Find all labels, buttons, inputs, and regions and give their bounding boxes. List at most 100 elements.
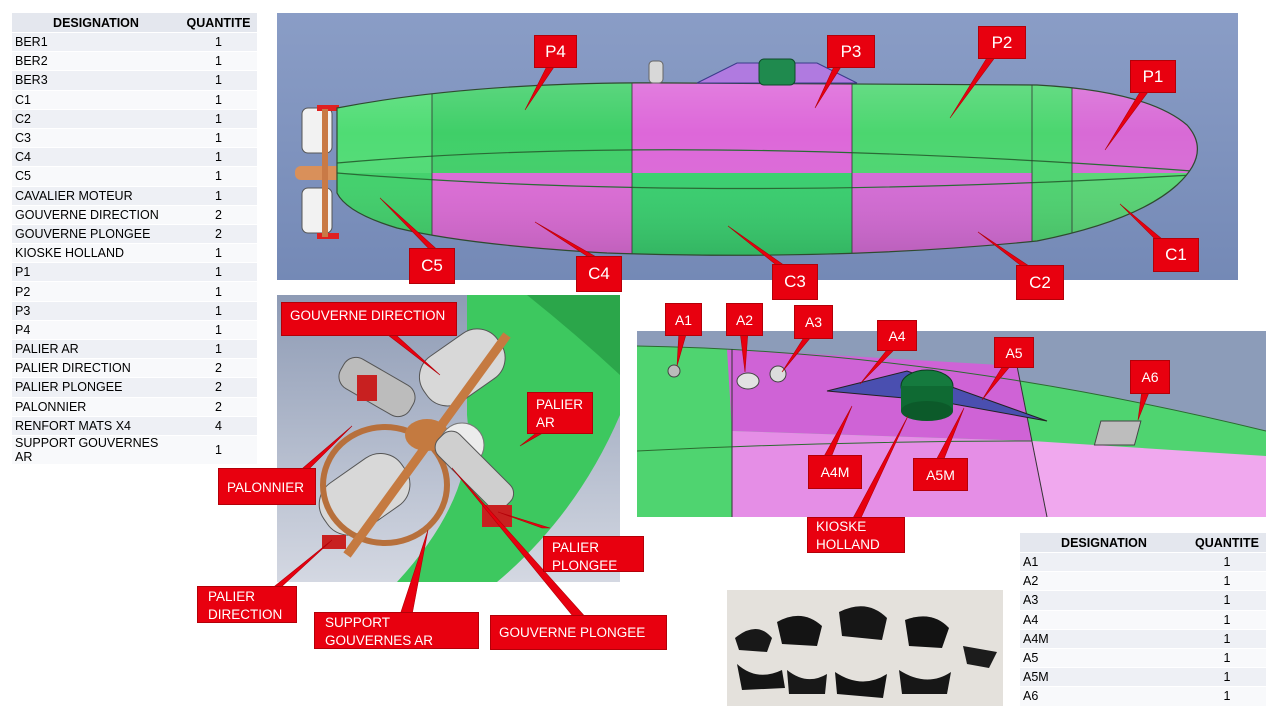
designation-cell: P3: [12, 301, 180, 321]
label-p3: P3: [827, 35, 875, 68]
quantite-cell: 1: [180, 51, 257, 72]
printed-parts-drawing: [727, 590, 1003, 706]
designation-cell: A2: [1020, 571, 1188, 592]
hull-side-view: [277, 13, 1238, 280]
label-a3: A3: [794, 305, 833, 339]
quantite-cell: 1: [180, 128, 257, 149]
quantite-cell: 1: [180, 166, 257, 187]
designation-header: DESIGNATION: [12, 13, 180, 33]
designation-cell: GOUVERNE PLONGEE: [12, 224, 180, 245]
label-p2: P2: [978, 26, 1026, 59]
label-gouverne-plongee: GOUVERNE PLONGEE: [490, 615, 667, 650]
label-palier-direction: PALIER DIRECTION: [197, 586, 297, 623]
label-palier-ar-line1: PALIER: [536, 397, 584, 412]
designation-cell: CAVALIER MOTEUR: [12, 186, 180, 206]
designation-cell: RENFORT MATS X4: [12, 416, 180, 436]
label-palier-plongee-line2: PLONGEE: [552, 558, 618, 574]
quantite-cell: 1: [1188, 686, 1266, 707]
designation-cell: C4: [12, 147, 180, 168]
quantite-cell: 1: [1188, 667, 1266, 688]
label-a5: A5: [994, 337, 1034, 368]
quantite-cell: 1: [180, 281, 257, 302]
label-kiosk-line2: HOLLAND: [816, 537, 880, 553]
label-c4: C4: [576, 256, 622, 292]
quantite-cell: 2: [180, 377, 257, 398]
designation-cell: P2: [12, 281, 180, 302]
designation-cell: A5: [1020, 648, 1188, 669]
label-palier-plongee-line1: PALIER: [552, 540, 600, 555]
printed-parts-photo: [727, 590, 1003, 706]
designation-cell: A3: [1020, 590, 1188, 611]
designation-cell: PALIER DIRECTION: [12, 358, 180, 379]
quantite-cell: 2: [180, 205, 257, 225]
label-support-line1: SUPPORT: [325, 615, 391, 630]
label-gouverne-direction: GOUVERNE DIRECTION: [281, 302, 457, 336]
quantite-cell: 1: [1188, 590, 1266, 611]
designation-cell: GOUVERNE DIRECTION: [12, 205, 180, 225]
label-c3: C3: [772, 264, 818, 300]
quantite-cell: 1: [180, 90, 257, 110]
designation-cell: C3: [12, 128, 180, 149]
hull-drawing: [277, 13, 1238, 280]
label-kiosk-line1: KIOSKE: [816, 519, 867, 534]
label-a1: A1: [665, 303, 702, 336]
designation-cell: C2: [12, 109, 180, 129]
label-p4: P4: [534, 35, 577, 68]
quantite-cell: 1: [1188, 552, 1266, 573]
designation-cell: P1: [12, 262, 180, 283]
designation-cell: KIOSKE HOLLAND: [12, 243, 180, 264]
designation-cell: C5: [12, 166, 180, 187]
designation-cell: A4M: [1020, 629, 1188, 649]
quantite-cell: 1: [180, 435, 257, 465]
designation-cell: A6: [1020, 686, 1188, 707]
label-palier-direction-line2: DIRECTION: [208, 607, 283, 623]
label-palier-ar: PALIER AR: [527, 392, 593, 434]
designation-cell: BER3: [12, 70, 180, 91]
designation-cell: BER1: [12, 32, 180, 53]
label-palier-direction-line1: PALIER: [208, 589, 256, 604]
label-palier-ar-line2: AR: [536, 415, 555, 431]
designation-cell: BER2: [12, 51, 180, 72]
quantite-cell: 1: [180, 109, 257, 129]
label-support-line2: GOUVERNES AR: [325, 633, 434, 649]
label-p1: P1: [1130, 60, 1176, 93]
quantite-cell: 4: [180, 416, 257, 436]
quantite-cell: 1: [180, 262, 257, 283]
quantite-cell: 2: [180, 224, 257, 245]
quantite-cell: 1: [180, 147, 257, 168]
designation-cell: PALONNIER: [12, 397, 180, 417]
label-a5m: A5M: [913, 458, 968, 491]
label-palonnier: PALONNIER: [218, 468, 316, 505]
designation-cell: A5M: [1020, 667, 1188, 688]
quantite-cell: 1: [180, 320, 257, 341]
label-c2: C2: [1016, 265, 1064, 300]
label-a4m: A4M: [808, 455, 862, 489]
label-support-gouvernes-ar: SUPPORT GOUVERNES AR: [314, 612, 479, 649]
quantite-cell: 1: [180, 186, 257, 206]
quantite-cell: 1: [180, 243, 257, 264]
quantite-cell: 1: [1188, 571, 1266, 592]
quantite-cell: 1: [180, 339, 257, 360]
designation-header: DESIGNATION: [1020, 533, 1188, 553]
